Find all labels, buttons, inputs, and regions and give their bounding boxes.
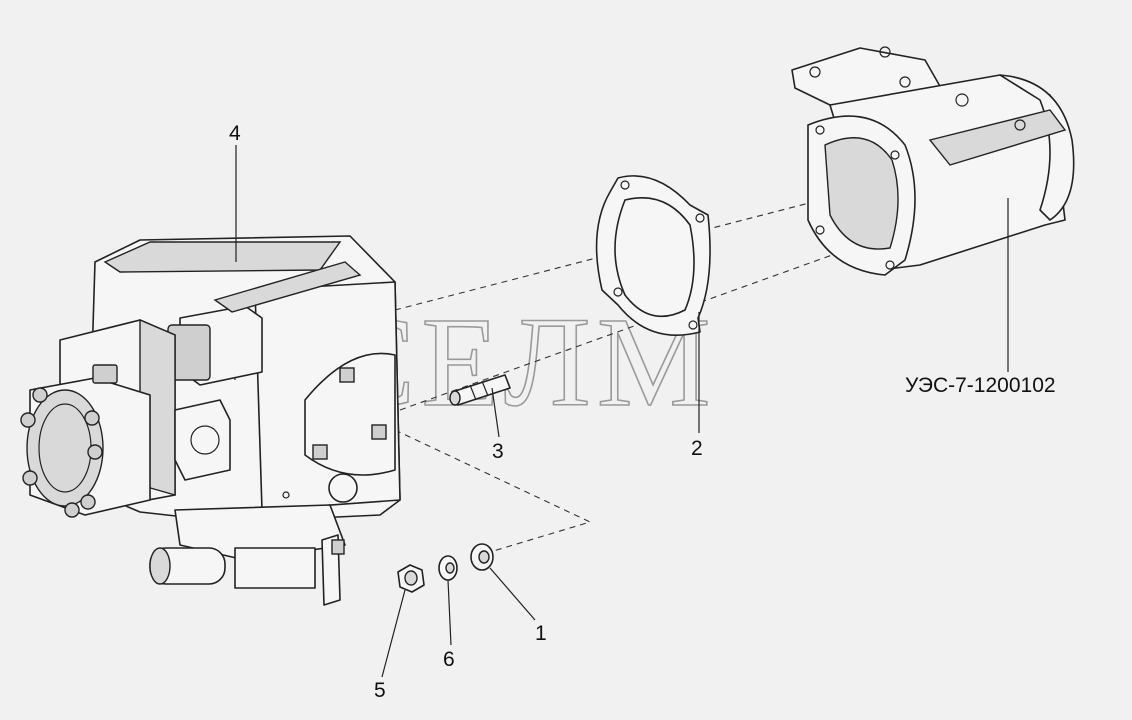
callout-4: 4 (229, 122, 241, 145)
gasket-part (595, 175, 711, 336)
pump-housing (20, 235, 401, 606)
callout-6: 6 (443, 648, 455, 671)
washer-part (470, 543, 494, 571)
leader-lines (235, 145, 1009, 678)
callout-2: 2 (691, 437, 703, 460)
callout-3: 3 (492, 440, 504, 463)
callout-1: 1 (535, 622, 547, 645)
spring-washer-part (438, 555, 458, 581)
bracket-housing (791, 46, 1075, 276)
nut-part (397, 564, 425, 593)
cover-bolts (20, 387, 103, 518)
stud-part (449, 374, 511, 406)
callout-5: 5 (374, 679, 386, 702)
assembly-lines (394, 194, 861, 556)
assembly-part-number: УЭС-7-1200102 (905, 374, 1056, 397)
